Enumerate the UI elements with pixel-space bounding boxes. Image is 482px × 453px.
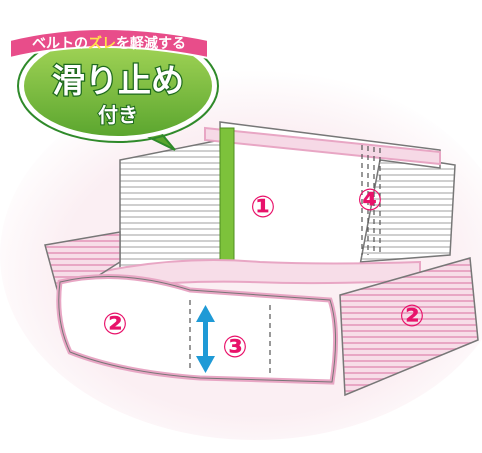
double-vertical-arrow-icon [196, 305, 215, 373]
back-panel-top-binding [204, 126, 441, 166]
label-back-panel: ① [250, 190, 275, 225]
callout-ribbon: ベルトのズレを軽減する [9, 28, 209, 60]
left-front-flap-outline [58, 276, 337, 383]
right-front-flap [339, 257, 479, 397]
label-left-front-flap: ② [102, 307, 127, 342]
callout-sub-text: 付き [98, 103, 138, 127]
label-adjuster-strip: ③ [222, 330, 247, 365]
callout-main-text: 滑り止め [52, 61, 184, 100]
banner-text: ベルトのズレを軽減する [32, 35, 186, 52]
adjuster-strip [189, 300, 271, 376]
label-right-front-flap: ② [399, 299, 424, 334]
antislip-strip [219, 127, 235, 271]
label-back-stays: ④ [357, 183, 382, 218]
back-stays [361, 145, 381, 255]
part-labels: ① ② ③ ④ ② [102, 183, 424, 365]
